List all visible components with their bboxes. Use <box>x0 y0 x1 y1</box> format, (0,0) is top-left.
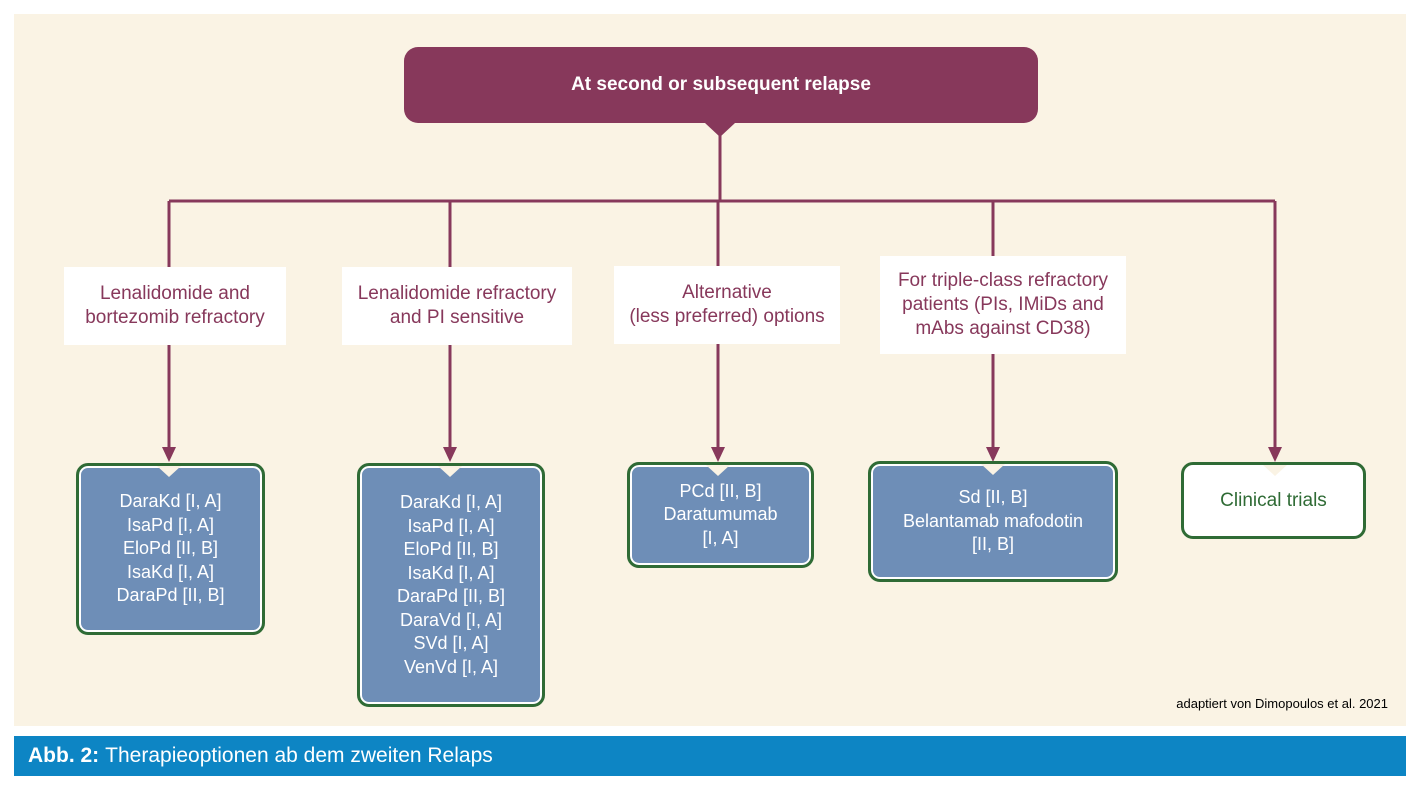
category-line: mAbs against CD38) <box>915 318 1091 339</box>
treatment-item: EloPd [II, B] <box>122 538 219 559</box>
arrowhead-icon <box>711 447 725 462</box>
category-line: patients (PIs, IMiDs and <box>902 294 1104 315</box>
treatment-item: IsaPd [I, A] <box>407 515 495 536</box>
arrowhead-icon <box>162 447 176 462</box>
category-line: For triple-class refractory <box>897 270 1109 291</box>
category-line: Lenalidomide and <box>99 283 250 304</box>
root-node: At second or subsequent relapse <box>404 47 1038 123</box>
treatment-item: IsaKd [I, A] <box>126 561 215 582</box>
category-label-alternative-options: Alternative (less preferred) options <box>614 266 840 344</box>
category-line: Lenalidomide refractory <box>357 283 557 304</box>
arrowhead-icon <box>986 447 1000 462</box>
treatment-box-2: DaraKd [I, A] IsaPd [I, A] EloPd [II, B]… <box>357 463 545 707</box>
treatment-item: Daratumumab <box>663 504 778 525</box>
category-line: and PI sensitive <box>389 307 525 328</box>
treatment-item: DaraPd [II, B] <box>116 585 225 606</box>
treatment-box-3: PCd [II, B] Daratumumab [I, A] <box>627 462 814 568</box>
category-label-len-refractory-pi-sensitive: Lenalidomide refractory and PI sensitive <box>342 267 572 345</box>
figure-caption-bar: Abb. 2: Therapieoptionen ab dem zweiten … <box>14 736 1406 776</box>
treatment-item: IsaKd [I, A] <box>407 562 495 583</box>
treatment-item: PCd [II, B] <box>679 480 762 501</box>
treatment-item: [II, B] <box>971 534 1014 555</box>
treatment-box-4: Sd [II, B] Belantamab mafodotin [II, B] <box>868 461 1118 582</box>
notch-icon <box>157 466 181 477</box>
source-note: adaptiert von Dimopoulos et al. 2021 <box>1176 696 1388 711</box>
treatment-box-1: DaraKd [I, A] IsaPd [I, A] EloPd [II, B]… <box>76 463 265 635</box>
arrowhead-icon <box>1268 447 1282 462</box>
category-label-triple-class-refractory: For triple-class refractory patients (PI… <box>880 256 1126 354</box>
treatment-item: DaraKd [I, A] <box>119 491 222 512</box>
notch-icon <box>438 466 462 477</box>
treatment-item: DaraKd [I, A] <box>399 492 503 512</box>
category-line: (less preferred) options <box>629 306 825 327</box>
treatment-item: DaraVd [I, A] <box>399 609 503 630</box>
figure-caption-label: Abb. 2: <box>28 744 100 767</box>
notch-icon <box>981 464 1005 475</box>
treatment-item: VenVd [I, A] <box>403 656 499 677</box>
figure-caption-text: Therapieoptionen ab dem zweiten Relaps <box>105 744 493 767</box>
clinical-trials-box: Clinical trials <box>1181 462 1366 539</box>
category-line: Alternative <box>682 282 772 303</box>
clinical-trials-label: Clinical trials <box>1220 489 1327 511</box>
root-node-label: At second or subsequent relapse <box>571 74 871 95</box>
arrowhead-icon <box>443 447 457 462</box>
category-line: bortezomib refractory <box>85 307 265 328</box>
treatment-item: IsaPd [I, A] <box>126 514 215 535</box>
treatment-item: EloPd [II, B] <box>403 539 499 559</box>
treatment-item: Belantamab mafodotin <box>902 510 1084 531</box>
category-label-len-bort-refractory: Lenalidomide and bortezomib refractory <box>64 267 286 345</box>
treatment-item: DaraPd [II, B] <box>396 586 506 606</box>
top-pointer-icon <box>705 123 735 137</box>
treatment-item: SVd [I, A] <box>413 633 489 653</box>
treatment-item: [I, A] <box>702 527 739 548</box>
notch-icon <box>706 465 730 476</box>
notch-icon <box>1263 465 1287 476</box>
treatment-item: Sd [II, B] <box>958 487 1028 508</box>
